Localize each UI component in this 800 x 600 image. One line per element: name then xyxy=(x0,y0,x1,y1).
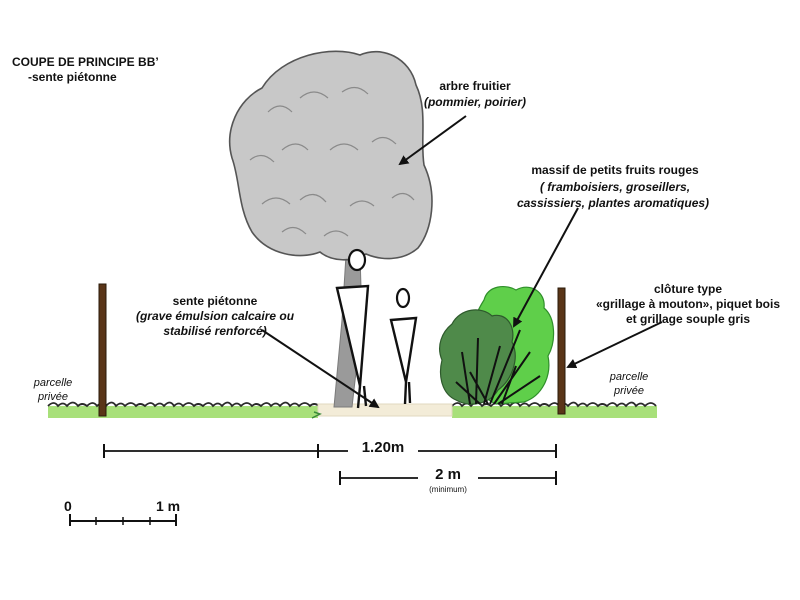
fence-label-line-1: clôture type xyxy=(653,282,722,296)
parcel-left-line-2: privée xyxy=(38,391,68,403)
parcel-right-line-2: privée xyxy=(614,385,644,397)
tree-label: arbre fruitier xyxy=(439,79,511,93)
dimension-line-path xyxy=(103,444,557,458)
arrow-path xyxy=(261,329,380,409)
tree-canopy xyxy=(228,50,433,261)
parcel-left-line-1: parcelle xyxy=(33,377,73,389)
scale-label-end: 1 m xyxy=(156,498,181,514)
path-detail-line-1: (grave émulsion calcaire ou xyxy=(135,309,295,323)
arrow-tree xyxy=(398,115,467,166)
pedestrian-child xyxy=(389,287,418,405)
path-detail-line-2: stabilisé renforcé) xyxy=(163,324,267,338)
title-line-2: -sente piétonne xyxy=(28,70,117,84)
shrubs-detail-line-1: ( framboisiers, groseillers, xyxy=(539,180,691,194)
path-edge-mark xyxy=(311,411,322,419)
parcel-right-line-1: parcelle xyxy=(609,371,649,383)
dimension-label-path: 1.20m xyxy=(348,439,418,457)
fence-label-line-2: «grillage à mouton», piquet bois xyxy=(595,297,781,311)
fence-post-left xyxy=(98,283,107,417)
scale-bar xyxy=(69,514,177,526)
ground-grass xyxy=(47,401,657,418)
path-label: sente piétonne xyxy=(172,294,258,308)
title-line-1: COUPE DE PRINCIPE BB’ xyxy=(12,55,159,69)
arrow-fence xyxy=(566,321,663,369)
arrow-shrubs xyxy=(513,207,579,328)
scale-label-start: 0 xyxy=(64,498,72,514)
dimension-note-minimum: (minimum) xyxy=(429,485,467,494)
shrubs-detail-line-2: cassissiers, plantes aromatiques) xyxy=(516,196,710,210)
shrubs-label: massif de petits fruits rouges xyxy=(531,163,699,177)
fence-post-right xyxy=(557,287,566,415)
dimension-label-total: 2 m xyxy=(418,466,478,484)
fruit-shrub-bed xyxy=(439,285,555,405)
pedestrian-adult xyxy=(335,248,370,409)
tree-detail: (pommier, poirier) xyxy=(423,95,527,109)
fence-label-line-3: et grillage souple gris xyxy=(625,312,751,326)
